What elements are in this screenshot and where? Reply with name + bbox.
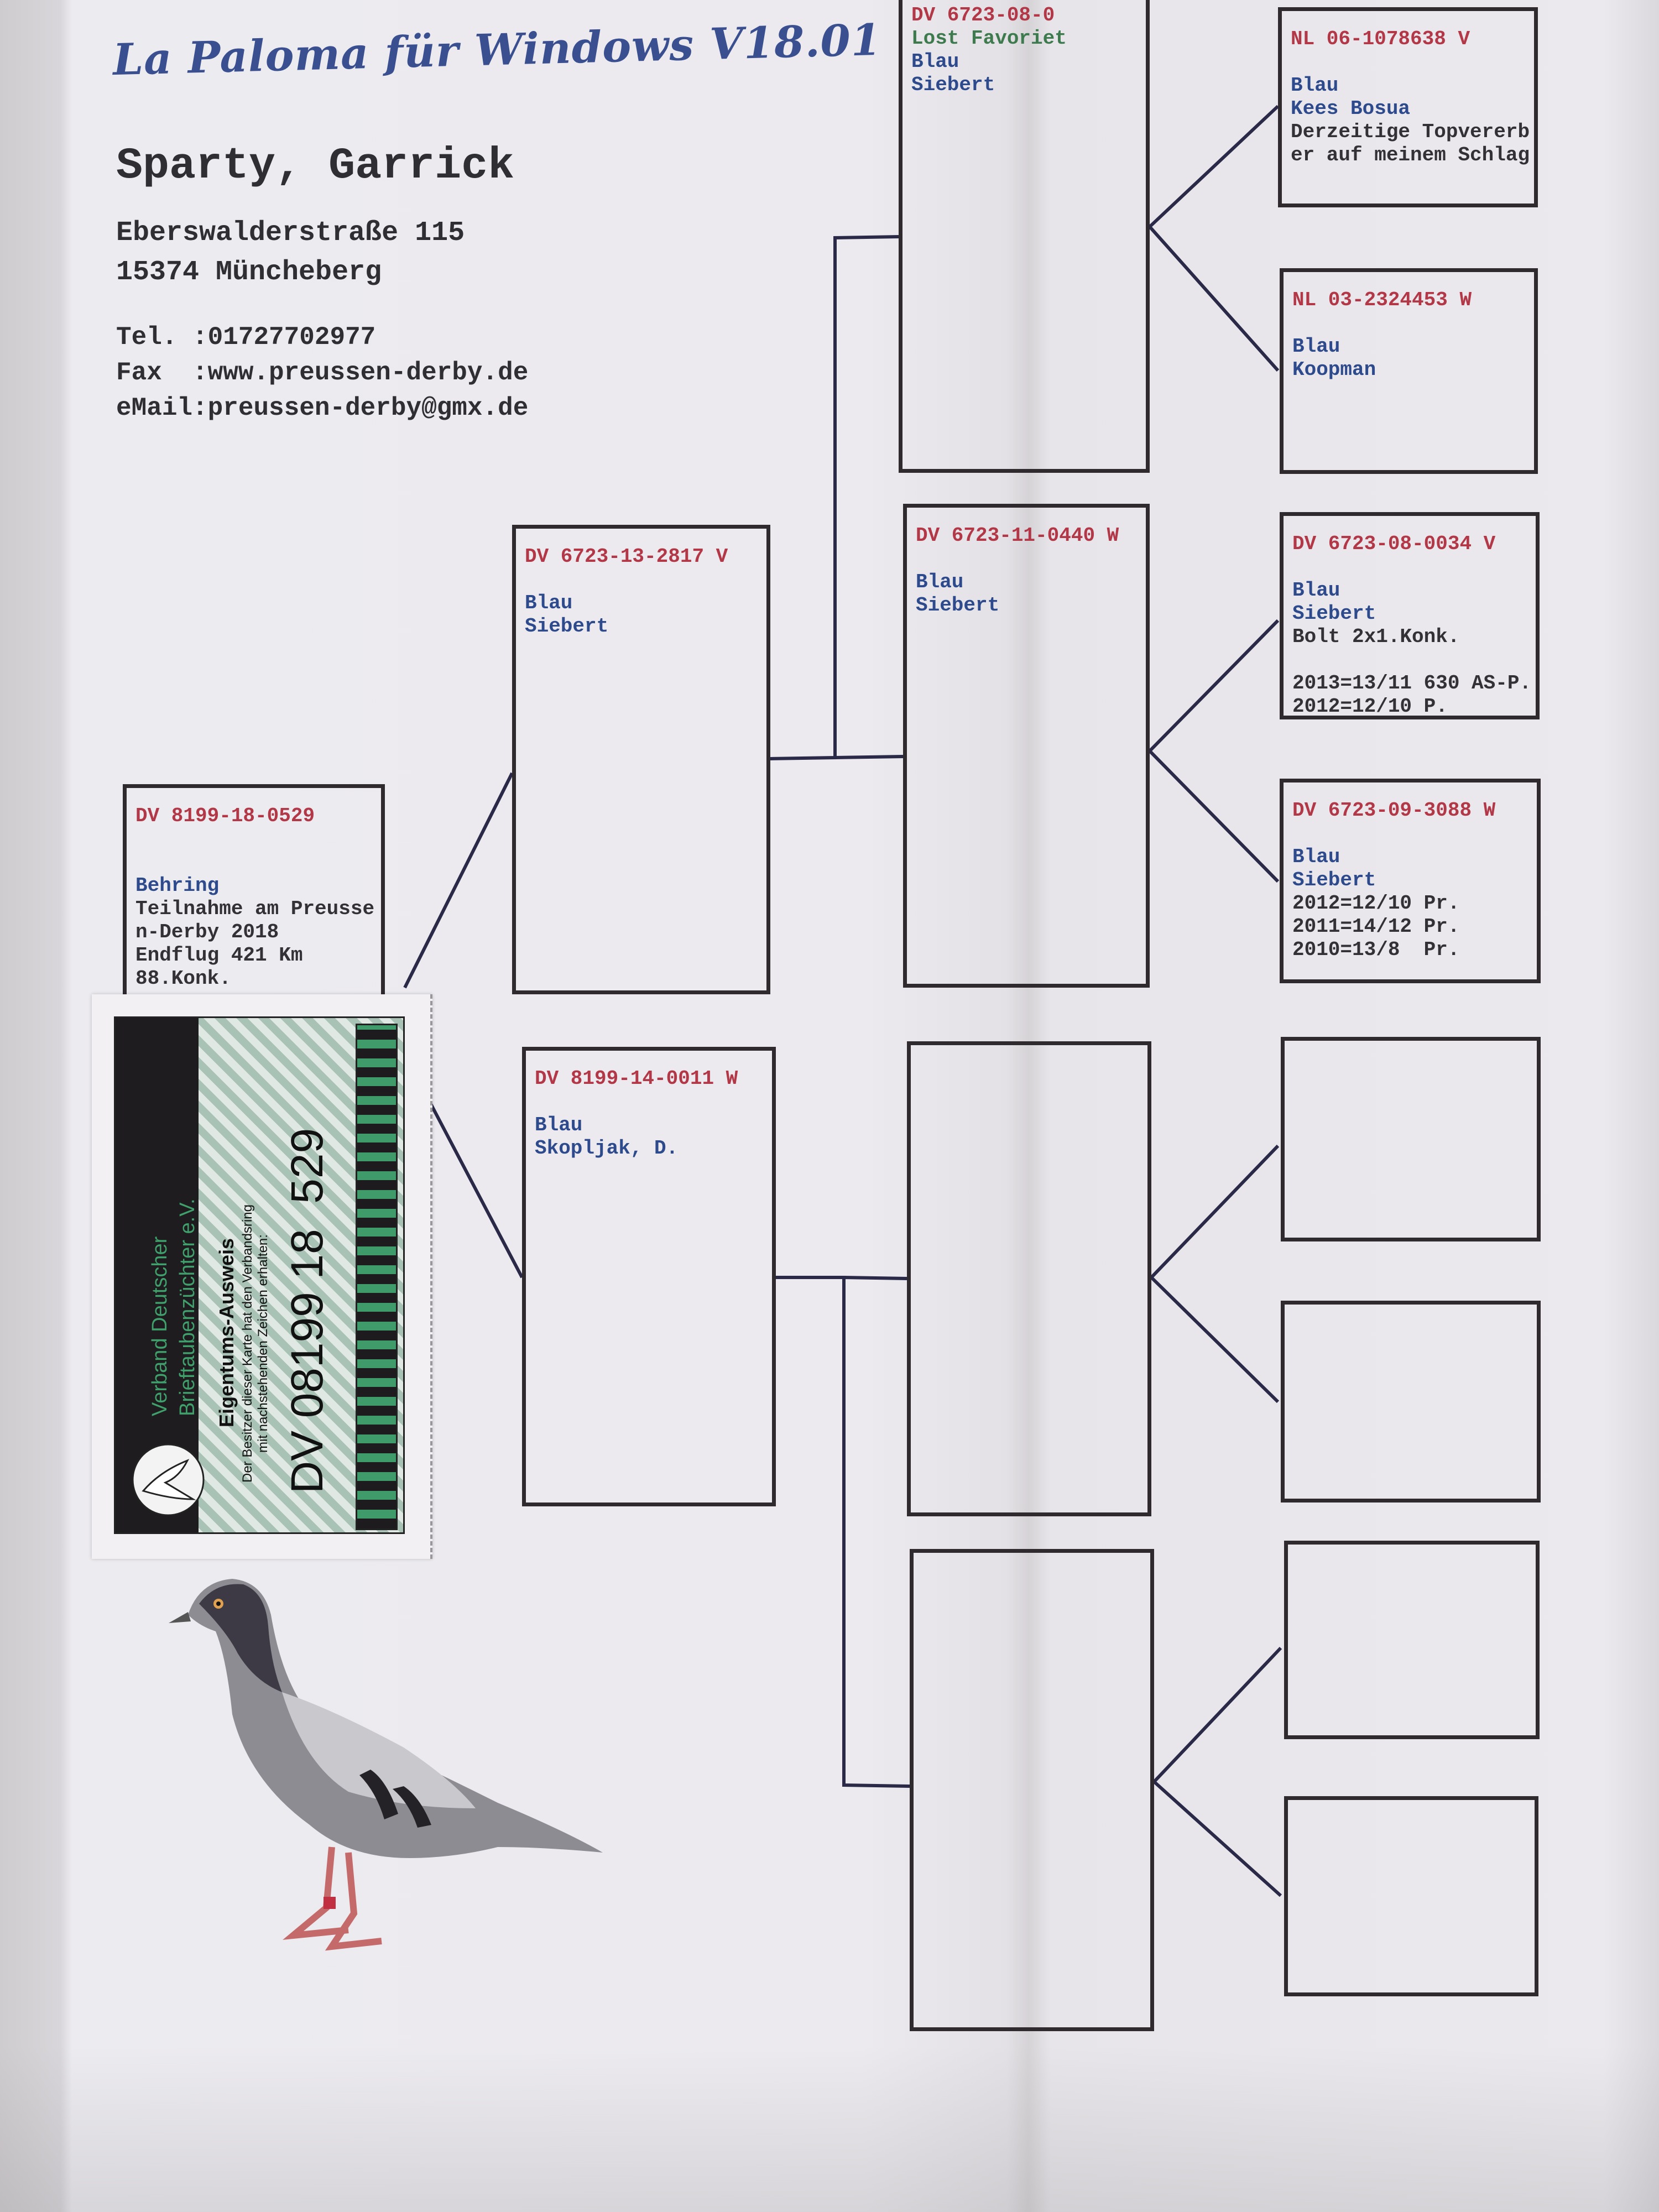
connector-sire-dam: [834, 755, 904, 759]
pigeon-info: Blau: [1292, 579, 1340, 602]
pigeon-note: 2011=14/12 Pr.: [1292, 915, 1460, 938]
pigeon-note: Derzeitige Topvererb: [1291, 121, 1530, 143]
owner-street: Eberswalderstraße 115: [116, 217, 465, 249]
box-spacer: [1292, 556, 1527, 579]
card-face: Verband Deutscher Brieftaubenzüchter e.V…: [114, 1016, 405, 1534]
pigeon-note: 2012=12/10 Pr.: [1292, 892, 1460, 915]
card-ring-number: DV 08199 18 529: [282, 1128, 332, 1494]
connector-gen3-1: [1147, 105, 1280, 372]
pigeon-info: Blau: [535, 1114, 583, 1136]
pigeon-info: Siebert: [916, 594, 1000, 617]
pigeon-info: Blau: [911, 50, 959, 73]
ring-number: DV 6723-11-0440 W: [916, 524, 1119, 547]
pigeon-note: Teilnahme am Preusse: [135, 898, 375, 920]
card-text-line1: Der Besitzer dieser Karte hat den Verban…: [240, 1204, 255, 1483]
pigeon-illustration: [169, 1579, 603, 1951]
box-spacer: [916, 547, 1137, 571]
ownership-card: Verband Deutscher Brieftaubenzüchter e.V…: [92, 994, 432, 1559]
box-spacer: [1292, 312, 1525, 335]
ring-number: DV 8199-14-0011 W: [535, 1067, 738, 1090]
pedigree-box-ds-dam[interactable]: [1281, 1301, 1541, 1503]
ring-number: DV 6723-08-0: [911, 4, 1055, 27]
connector-dam-sire: [843, 1276, 907, 1280]
pigeon-name: Lost Favoriet: [911, 27, 1067, 50]
ring-number: DV 6723-08-0034 V: [1292, 533, 1496, 555]
pigeon-note: 2012=12/10 P.: [1292, 695, 1448, 718]
ring-number: NL 06-1078638 V: [1291, 28, 1470, 50]
owner-info: Sparty, Garrick Eberswalderstraße 115 15…: [116, 141, 528, 426]
pigeon-info: Behring: [135, 874, 220, 897]
pigeon-info: Blau: [916, 571, 964, 593]
pedigree-box-dd-sire[interactable]: [1284, 1541, 1540, 1739]
connector-sire-sire: [770, 235, 899, 760]
box-spacer: [525, 568, 758, 592]
pigeon-info: Skopljak, D.: [535, 1137, 679, 1160]
card-text-line2: mit nachstehenden Zeichen erhalten:: [255, 1234, 270, 1453]
pigeon-note: Endflug 421 Km: [135, 944, 303, 967]
pigeon-info: Siebert: [911, 74, 995, 96]
connector-gen3-3: [1149, 1144, 1280, 1404]
card-org-line2: Brieftaubenzüchter e.V.: [176, 1198, 199, 1416]
connector-subject-dam: [419, 1083, 524, 1279]
box-spacer: [1292, 822, 1528, 846]
ring-number: DV 6723-09-3088 W: [1292, 799, 1496, 822]
paper-shadow: [0, 2046, 1659, 2212]
box-spacer: [1292, 649, 1527, 672]
ring-number: NL 03-2324453 W: [1292, 289, 1472, 311]
pigeon-info: Blau: [1292, 335, 1340, 358]
pigeon-note: er auf meinem Schlag: [1291, 144, 1530, 166]
pigeon-info: Siebert: [1292, 602, 1376, 625]
card-title: Eigentums-Ausweis: [215, 1238, 238, 1427]
pigeon-info: Kees Bosua: [1291, 97, 1411, 120]
pigeon-note: n-Derby 2018: [135, 921, 279, 943]
pigeon-info: Blau: [1291, 74, 1339, 97]
pedigree-box-dam-sire[interactable]: [907, 1041, 1151, 1516]
pedigree-box-ds-sire[interactable]: [1281, 1037, 1541, 1241]
connector-subject-sire: [403, 772, 514, 989]
ring-number: DV 8199-18-0529: [135, 805, 315, 827]
dove-logo-icon: [132, 1443, 205, 1516]
pigeon-info: Siebert: [1292, 869, 1376, 891]
pigeon-note: Bolt 2x1.Konk.: [1292, 625, 1460, 648]
card-stripe: [356, 1024, 398, 1530]
box-spacer: [135, 851, 372, 874]
owner-name: Sparty, Garrick: [116, 141, 515, 191]
owner-tel: Tel. :01727702977: [116, 323, 376, 352]
ring-number: DV 6723-13-2817 V: [525, 545, 728, 568]
connector-gen3-2: [1147, 619, 1280, 883]
connector-dam-dam: [776, 1276, 910, 1788]
pigeon-info: Siebert: [525, 615, 609, 638]
pigeon-info: Blau: [525, 592, 573, 614]
box-spacer: [535, 1091, 763, 1114]
owner-city: 15374 Müncheberg: [116, 257, 382, 288]
pedigree-box-dam-dam[interactable]: [910, 1549, 1154, 2031]
connector-gen3-4: [1151, 1646, 1282, 1897]
pedigree-box-dd-dam[interactable]: [1284, 1796, 1538, 1996]
card-text: Der Besitzer dieser Karte hat den Verban…: [240, 1204, 271, 1483]
pigeon-info: Blau: [1292, 846, 1340, 868]
pigeon-note: 88.Konk.: [135, 967, 231, 990]
card-org-line1: Verband Deutscher: [148, 1236, 171, 1416]
box-spacer: [1291, 51, 1525, 74]
owner-email: eMail:preussen-derby@gmx.de: [116, 394, 529, 422]
pigeon-info: Koopman: [1292, 358, 1376, 381]
pigeon-note: 2010=13/8 Pr.: [1292, 938, 1460, 961]
owner-fax: Fax :www.preussen-derby.de: [116, 358, 529, 387]
pigeon-note: 2013=13/11 630 AS-P.: [1292, 672, 1532, 695]
card-org: Verband Deutscher Brieftaubenzüchter e.V…: [146, 1198, 201, 1416]
box-spacer: [135, 828, 372, 851]
